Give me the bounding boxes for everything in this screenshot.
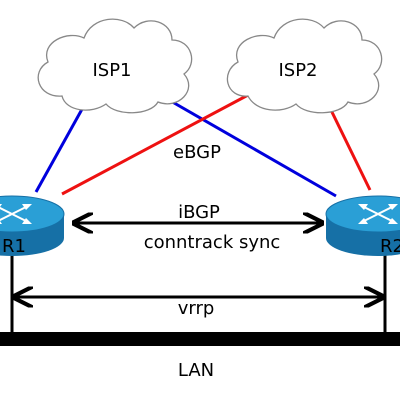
lan-label: LAN [178, 360, 214, 381]
link-r1-isp2 [61, 92, 251, 196]
isp1-cloud: ISP1 [37, 18, 193, 114]
isp2-cloud: ISP2 [226, 18, 383, 114]
isp1-label: ISP1 [92, 60, 131, 81]
vrrp-label: vrrp [178, 298, 215, 319]
link-r2-isp1 [161, 94, 337, 198]
isp2-label: ISP2 [278, 60, 317, 81]
ebgp-label: eBGP [173, 142, 221, 163]
r2-label: R2 [380, 236, 400, 257]
router-r1-arrows-icon [0, 204, 32, 224]
router-r2-arrows-icon [358, 204, 398, 224]
router-r2: R2 [325, 195, 400, 257]
link-r1-isp1 [34, 101, 88, 193]
r1-label: R1 [2, 236, 26, 257]
conntrack-label: conntrack sync [144, 232, 281, 253]
router-r1: R1 [0, 195, 65, 257]
ibgp-label: iBGP [178, 202, 220, 223]
link-r2-isp2 [328, 107, 372, 191]
lan-bar [0, 332, 400, 346]
